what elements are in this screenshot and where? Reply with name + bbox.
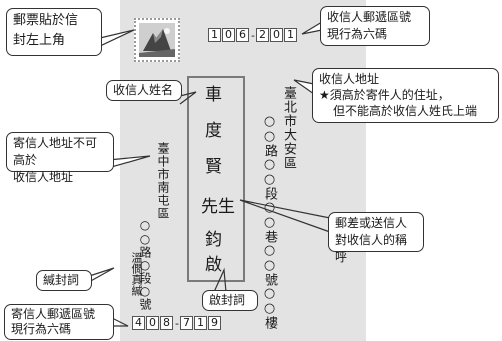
sender-address-line2: ○○路○段○號: [138, 218, 152, 310]
callout-stamp: 郵票貼於信 封左上角: [6, 8, 102, 56]
callout-recipient-name: 收信人姓名: [106, 80, 182, 101]
callout-stamp-line2: 封左上角: [13, 33, 66, 48]
callout-recipient-zip: 收信人郵遞區號 現行為六碼: [320, 6, 430, 46]
zip-digit: 7: [179, 316, 193, 330]
callout-sender-zip-line2: 現行為六碼: [11, 322, 72, 336]
opening-word-2: 啟: [205, 255, 222, 275]
recipient-zip: 1 0 6 - 2 0 1: [208, 28, 298, 42]
zip-digit: 8: [160, 316, 173, 330]
callout-recipient-zip-line2: 現行為六碼: [327, 27, 388, 41]
callout-recipient-address-note1: ★須高於寄件人的住址，: [319, 88, 450, 102]
callout-stamp-line1: 郵票貼於信: [13, 13, 79, 28]
zip-digit: 1: [283, 28, 297, 42]
zip-digit: 4: [132, 316, 145, 330]
callout-honorific-line1: 郵差或送信人: [335, 216, 408, 230]
zip-digit: 0: [269, 28, 283, 42]
recipient-given-name-1: 度: [205, 121, 222, 141]
callout-opening: 啟封詞: [202, 290, 258, 311]
callout-honorific: 郵差或送信人 對收信人的稱呼: [328, 212, 424, 264]
sender-address-line1: 臺中市南屯區: [156, 142, 170, 220]
callout-sender-address: 寄信人地址不可高於 收信人地址: [6, 132, 114, 184]
opening-word-1: 鈞: [205, 230, 222, 250]
callout-closing: 緘封詞: [36, 270, 92, 291]
recipient-honorific: 先生: [201, 197, 235, 217]
callout-recipient-address: 收信人地址 ★須高於寄件人的住址， 但不能高於收信人姓氏上端: [312, 68, 499, 123]
zip-digit: 1: [208, 28, 221, 42]
callout-opening-text: 啟封詞: [209, 293, 246, 307]
callout-recipient-zip-line1: 收信人郵遞區號: [327, 10, 412, 24]
zip-dash: -: [251, 28, 255, 42]
callout-sender-address-line1: 寄信人地址不可高於: [13, 136, 98, 167]
zip-digit: 9: [207, 316, 221, 330]
callout-sender-zip-line1: 寄信人郵遞區號: [11, 307, 96, 321]
recipient-given-name-2: 賢: [205, 157, 222, 177]
callout-recipient-name-text: 收信人姓名: [113, 83, 174, 97]
zip-digit: 0: [146, 316, 159, 330]
recipient-surname: 車: [205, 85, 222, 105]
zip-dash: -: [175, 316, 179, 330]
zip-digit: 1: [193, 316, 207, 330]
sender-closing: 溫僩真緘: [130, 252, 143, 296]
callout-recipient-address-note2: 但不能高於收信人姓氏上端: [333, 104, 478, 118]
stamp: [134, 18, 180, 62]
recipient-address-line2: ○○路○○段○○巷○○號○○樓: [262, 114, 277, 329]
sender-zip: 4 0 8 - 7 1 9: [132, 316, 222, 330]
callout-sender-zip: 寄信人郵遞區號 現行為六碼: [4, 304, 114, 340]
callout-honorific-line2: 對收信人的稱呼: [335, 233, 408, 264]
callout-sender-address-line2: 收信人地址: [13, 170, 74, 184]
callout-recipient-address-title: 收信人地址: [319, 72, 380, 86]
recipient-address-line1: 臺北市大安區: [281, 86, 296, 170]
zip-digit: 0: [222, 28, 235, 42]
callout-closing-text: 緘封詞: [43, 273, 80, 287]
zip-digit: 6: [236, 28, 249, 42]
zip-digit: 2: [255, 28, 269, 42]
stamp-image: [139, 23, 175, 57]
